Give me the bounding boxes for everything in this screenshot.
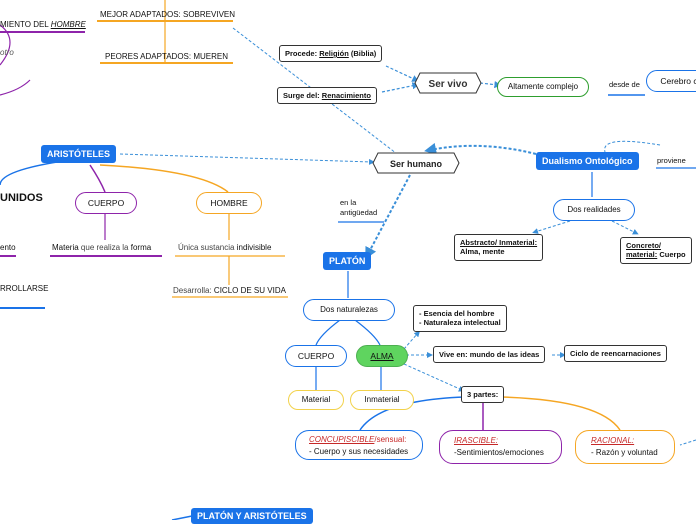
aristoteles-node[interactable]: ARISTÓTELES — [41, 145, 117, 163]
concupiscible-b: /sensual: — [374, 435, 407, 444]
dos-naturalezas-node[interactable]: Dos naturalezas — [303, 299, 395, 321]
en-la-label: en la — [340, 198, 357, 207]
otro-label: otro — [0, 48, 14, 57]
concupiscible-a: CONCUPISCIBLE — [309, 435, 375, 444]
materia-c: forma — [130, 243, 152, 252]
irascible-b: -Sentimientos/emociones — [454, 448, 544, 457]
dos-realidades-node[interactable]: Dos realidades — [553, 199, 635, 221]
materia-b: que realiza la — [80, 243, 129, 252]
desarrolla-b: CICLO DE SU VIDA — [213, 286, 286, 295]
abstracto-label: Abstracto/ Inmaterial: — [460, 238, 538, 247]
ser-humano-node[interactable]: Ser humano — [372, 152, 460, 174]
concreto-value: Cuerpo — [659, 250, 686, 260]
dualismo-node[interactable]: Dualismo Ontológico — [536, 152, 639, 170]
procede-label: Procede: — [285, 49, 318, 58]
unidos-label: UNIDOS — [0, 192, 43, 204]
antiguedad-label: antigüedad — [340, 208, 378, 217]
abstracto-box[interactable]: Abstracto/ Inmaterial: Alma, mente — [454, 234, 544, 261]
concupiscible-node[interactable]: CONCUPISCIBLE/sensual: - Cuerpo y sus ne… — [295, 430, 423, 460]
complejo-node[interactable]: Altamente complejo — [497, 77, 589, 97]
peores-adaptados: PEORES ADAPTADOS: MUEREN — [105, 52, 228, 61]
vive-label: Vive en: — [439, 350, 468, 359]
desarrolla-a: Desarrolla: — [173, 286, 212, 295]
abstracto-value: Alma, mente — [460, 247, 505, 257]
materia-text: Materia que realiza la forma — [52, 243, 151, 252]
material-node[interactable]: Material — [288, 390, 344, 410]
proviene-label: proviene — [657, 156, 686, 165]
platon-node[interactable]: PLATÓN — [323, 252, 372, 270]
miento-hombre: HOMBRE — [50, 20, 86, 29]
concreto-label2: material: — [626, 250, 658, 260]
esencia-box[interactable]: - Esencia del hombre - Naturaleza intele… — [413, 305, 507, 332]
procede-suffix: (Biblia) — [350, 49, 377, 58]
unica-b: indivisible — [236, 243, 272, 252]
materia-a: Materia — [52, 243, 79, 252]
desarrolla-text: Desarrolla: CICLO DE SU VIDA — [173, 286, 286, 295]
irascible-a: IRASCIBLE: — [454, 436, 499, 445]
esencia1: - Esencia del hombre — [419, 309, 495, 318]
inmaterial-node[interactable]: Inmaterial — [350, 390, 414, 410]
surge-box[interactable]: Surge del: Renacimiento — [277, 87, 377, 105]
miento-prefix: MIENTO DEL — [0, 20, 49, 29]
racional-node[interactable]: RACIONAL: - Razón y voluntad — [575, 430, 675, 464]
ciclo-box[interactable]: Ciclo de reencarnaciones — [564, 345, 667, 363]
racional-a: RACIONAL: — [591, 436, 635, 445]
vive-value: mundo de las ideas — [469, 350, 540, 359]
tres-partes-box[interactable]: 3 partes: — [461, 386, 505, 404]
racional-b: - Razón y voluntad — [591, 448, 658, 457]
surge-value: Renacimiento — [321, 91, 371, 100]
ser-vivo-label: Ser vivo — [429, 79, 468, 90]
en-la-antiguedad: en la antigüedad — [340, 198, 377, 218]
miento-del-hombre: MIENTO DEL HOMBRE — [0, 20, 86, 29]
mejor-value: SOBREVIVEN — [183, 10, 236, 19]
concreto-label: Concreto/ — [626, 241, 662, 250]
procede-value: Religión — [319, 49, 349, 58]
esencia2: - Naturaleza intelectual — [419, 318, 501, 328]
vive-box[interactable]: Vive en: mundo de las ideas — [433, 346, 546, 364]
irascible-node[interactable]: IRASCIBLE: -Sentimientos/emociones — [439, 430, 562, 464]
aristoteles-cuerpo-node[interactable]: CUERPO — [75, 192, 137, 214]
ser-humano-label: Ser humano — [390, 159, 443, 169]
ento-label: ento — [0, 243, 16, 252]
platon-cuerpo-node[interactable]: CUERPO — [285, 345, 347, 367]
concreto-box[interactable]: Concreto/ material: Cuerpo — [620, 237, 692, 264]
rrollarse-label: RROLLARSE — [0, 284, 49, 293]
concupiscible-c: - Cuerpo y sus necesidades — [309, 447, 409, 456]
mejor-label: MEJOR ADAPTADOS: — [100, 10, 181, 19]
platon-aristoteles-node[interactable]: PLATÓN Y ARISTÓTELES — [191, 508, 313, 524]
mejor-adaptados: MEJOR ADAPTADOS: SOBREVIVEN — [100, 10, 235, 19]
peores-value: MUEREN — [193, 52, 229, 61]
cerebro-node[interactable]: Cerebro c — [646, 70, 696, 92]
surge-label: Surge del: — [283, 91, 320, 100]
unica-a: Única sustancia — [178, 243, 235, 252]
procede-box[interactable]: Procede: Religión (Biblia) — [279, 45, 383, 63]
ser-vivo-node[interactable]: Ser vivo — [414, 72, 482, 94]
unica-text: Única sustancia indivisible — [178, 243, 271, 252]
peores-label: PEORES ADAPTADOS: — [105, 52, 192, 61]
alma-node[interactable]: ALMA — [356, 345, 408, 367]
desde-de-label: desde de — [609, 80, 640, 89]
aristoteles-hombre-node[interactable]: HOMBRE — [196, 192, 262, 214]
